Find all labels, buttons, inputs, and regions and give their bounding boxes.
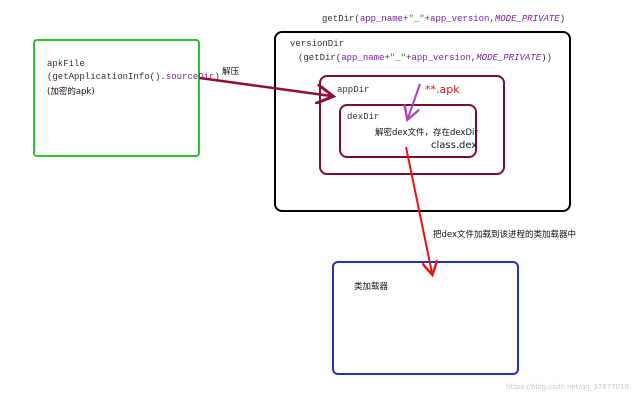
watermark: https://blog.csdn.net/qq_37877010 [506, 383, 629, 391]
dexdir-desc: 解密dex文件，存在dexDir [375, 128, 478, 138]
apkfile-note: (加密的apk) [47, 87, 95, 97]
dexdir-title: dexDir [347, 112, 380, 122]
dexdir-box: dexDir 解密dex文件，存在dexDir class.dex [339, 104, 478, 158]
apkfile-title: apkFile [47, 59, 85, 69]
versiondir-title: versionDir [290, 39, 345, 49]
unzip-label: 解压 [222, 67, 240, 77]
apk-label: **.apk [425, 83, 460, 96]
appdir-title: appDir [337, 85, 370, 95]
apkfile-box: apkFile (getApplicationInfo().sourceDir)… [33, 39, 220, 157]
classloader-title: 类加载器 [354, 282, 389, 292]
load-classloader-label: 把dex文件加载到该进程的类加载器中 [433, 230, 577, 240]
versiondir-getdir: (getDir(app_name+"_"+app_version,MODE_PR… [298, 53, 552, 63]
class-dex-label: class.dex [431, 140, 478, 151]
top-getdir-label: getDir(app_name+"_"+app_version,MODE_PRI… [322, 14, 566, 24]
classloader-box: 类加载器 [332, 261, 519, 375]
apkfile-source: (getApplicationInfo().sourceDir) [47, 72, 220, 82]
